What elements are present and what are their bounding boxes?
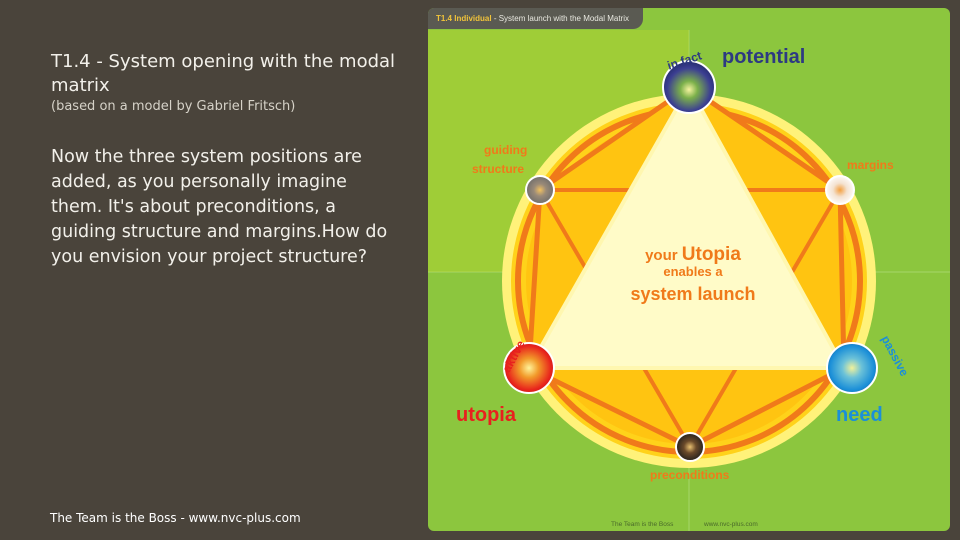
tab-rest: - System launch with the Modal Matrix xyxy=(491,14,629,23)
aktive-node xyxy=(503,342,555,394)
center-line-1: your Utopia xyxy=(645,244,741,265)
card-footer-right: www.nvc-plus.com xyxy=(703,521,758,528)
margins-label: margins xyxy=(847,158,894,172)
preconditions-node xyxy=(675,432,705,462)
diagram-tab: T1.4 Individual - System launch with the… xyxy=(428,8,643,29)
center-line-2: enables a xyxy=(663,264,723,279)
structure-label: structure xyxy=(472,162,524,176)
center-your: your xyxy=(645,247,682,264)
passive-node xyxy=(826,342,878,394)
utopia-triangle xyxy=(525,82,848,370)
center-line-3: system launch xyxy=(630,284,755,304)
slide-footer: The Team is the Boss - www.nvc-plus.com xyxy=(50,511,301,525)
potential-label: potential xyxy=(722,46,805,68)
in-fact-node xyxy=(662,60,716,114)
text-panel: T1.4 - System opening with the modal mat… xyxy=(0,0,420,540)
slide-subtitle: (based on a model by Gabriel Fritsch) xyxy=(51,99,296,114)
preconditions-label: preconditions xyxy=(650,468,730,482)
margins-node xyxy=(825,175,855,205)
guiding-label: guiding xyxy=(484,143,527,157)
need-label: need xyxy=(836,404,883,426)
slide-title: T1.4 - System opening with the modal mat… xyxy=(51,51,396,96)
diagram-panel: T1.4 Individual - System launch with the… xyxy=(420,0,960,540)
tab-bold: Individual xyxy=(454,14,492,23)
modal-matrix-diagram: potential in fact utopia aktive need pas… xyxy=(428,30,950,531)
tab-code: T1.4 xyxy=(436,14,453,23)
utopia-label: utopia xyxy=(456,404,517,426)
modal-matrix-card: T1.4 Individual - System launch with the… xyxy=(428,8,950,531)
slide-body: Now the three system positions are added… xyxy=(51,147,388,267)
guiding-structure-node xyxy=(525,175,555,205)
passive-label: passive xyxy=(878,333,911,379)
card-footer-left: The Team is the Boss xyxy=(611,521,674,528)
center-utopia: Utopia xyxy=(682,244,742,265)
